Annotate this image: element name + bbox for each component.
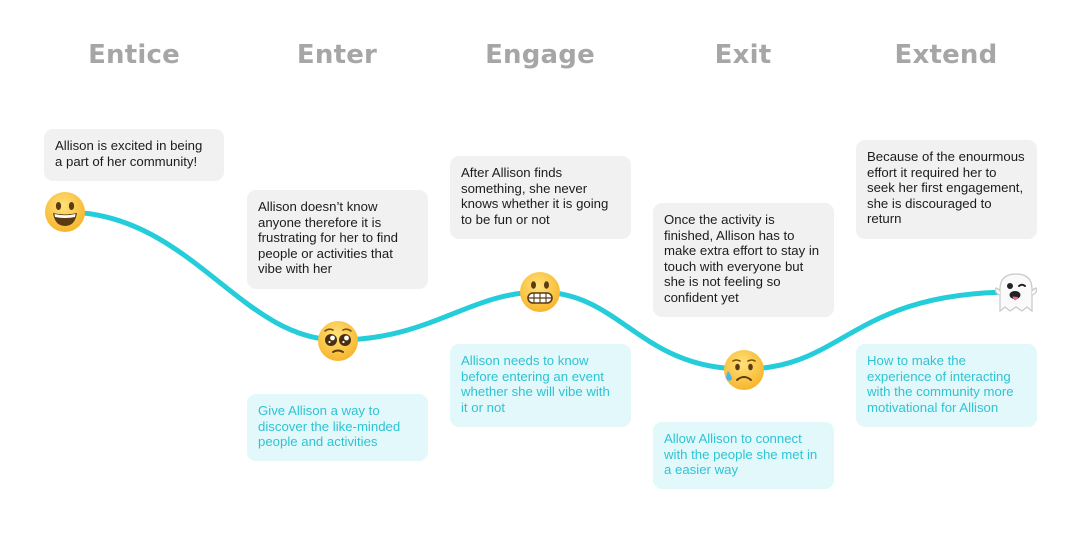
observation-card-enter: Allison doesn’t know anyone therefore it… xyxy=(247,190,428,289)
stage-title-extend: Extend xyxy=(894,40,998,70)
observation-card-extend: Because of the enourmous effort it requi… xyxy=(856,140,1037,239)
opportunity-card-extend: How to make the experience of interactin… xyxy=(856,344,1037,427)
pleading-face-icon xyxy=(318,321,358,361)
observation-card-exit: Once the activity is finished, Allison h… xyxy=(653,203,834,317)
opportunity-card-engage: Allison needs to know before entering an… xyxy=(450,344,631,427)
stage-title-engage: Engage xyxy=(485,40,595,70)
observation-card-entice: Allison is excited in being a part of he… xyxy=(44,129,224,181)
ghost-icon xyxy=(994,273,1038,313)
sad-sweat-face-icon xyxy=(724,350,764,390)
grinning-face-icon xyxy=(45,192,85,232)
stage-title-exit: Exit xyxy=(714,40,772,70)
stage-title-enter: Enter xyxy=(296,40,378,70)
stage-title-entice: Entice xyxy=(88,40,180,70)
grimacing-face-icon xyxy=(520,272,560,312)
observation-card-engage: After Allison finds something, she never… xyxy=(450,156,631,239)
opportunity-card-enter: Give Allison a way to discover the like-… xyxy=(247,394,428,461)
opportunity-card-exit: Allow Allison to connect with the people… xyxy=(653,422,834,489)
